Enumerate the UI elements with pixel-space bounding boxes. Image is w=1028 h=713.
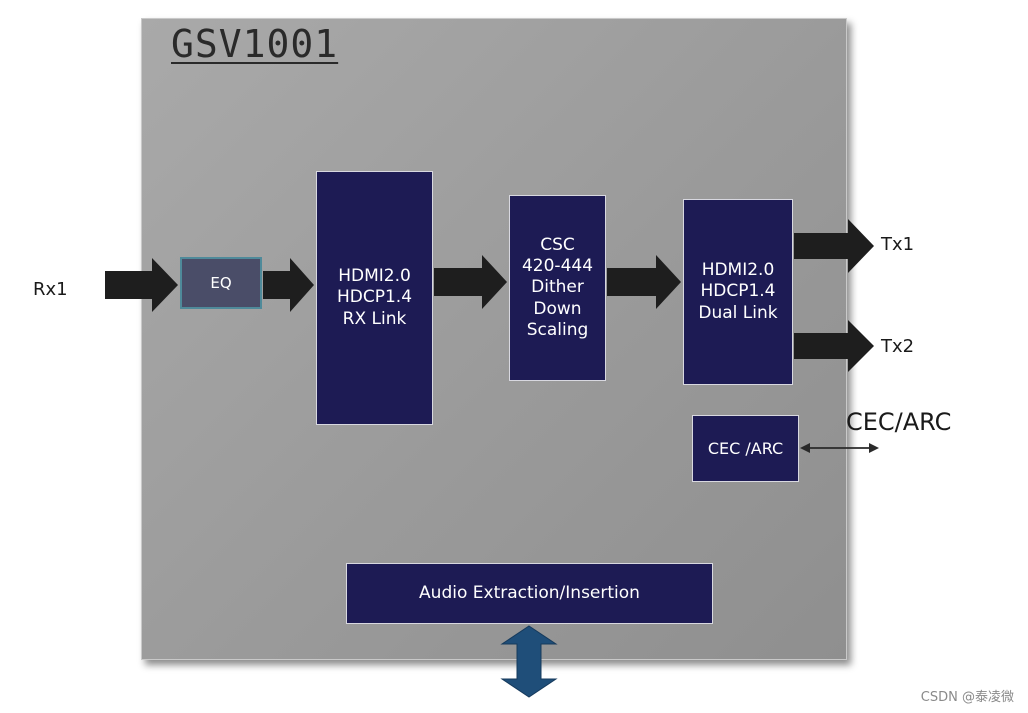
eq-block-label: EQ	[210, 273, 232, 292]
tx-link-block: HDMI2.0 HDCP1.4 Dual Link	[683, 199, 793, 385]
tx-link-block-label: HDMI2.0 HDCP1.4 Dual Link	[698, 260, 778, 323]
tx2-label: Tx2	[881, 336, 915, 357]
cec-arc-label: CEC/ARC	[846, 408, 952, 436]
rx-link-block-label: HDMI2.0 HDCP1.4 RX Link	[336, 266, 413, 329]
cec-arc-block-label: CEC /ARC	[707, 438, 784, 458]
audio-block-label: Audio Extraction/Insertion	[419, 582, 640, 603]
csc-block-label: CSC 420-444 Dither Down Scaling	[521, 234, 594, 340]
rx1-label: Rx1	[33, 279, 68, 300]
cec-arc-block: CEC /ARC	[692, 415, 799, 482]
chip-title: GSV1001	[171, 22, 339, 66]
watermark: CSDN @泰凌微	[920, 690, 1014, 705]
csc-block: CSC 420-444 Dither Down Scaling	[509, 195, 606, 381]
tx1-label: Tx1	[881, 234, 915, 255]
audio-block: Audio Extraction/Insertion	[346, 563, 713, 624]
eq-block: EQ	[180, 257, 262, 309]
rx-link-block: HDMI2.0 HDCP1.4 RX Link	[316, 171, 433, 425]
